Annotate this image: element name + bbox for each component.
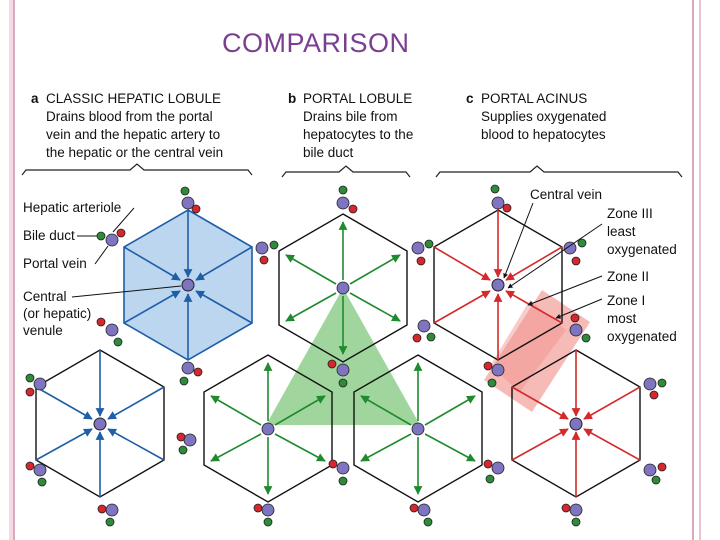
- central-vein-node: [93, 417, 107, 431]
- panel-a-letter: a: [31, 91, 39, 106]
- portal-triad: [490, 184, 512, 213]
- portal-triad: [96, 228, 126, 247]
- panel-c-line-2: blood to hepatocytes: [481, 127, 606, 142]
- portal-triad: [411, 239, 434, 266]
- panel-b-header: b PORTAL LOBULE Drains bile from hepatoc…: [288, 91, 413, 160]
- central-vein-node: [491, 278, 505, 292]
- slide-title: COMPARISON: [222, 28, 410, 58]
- label-central-line-1: Central: [23, 289, 67, 304]
- hexagon-outline: [353, 354, 483, 503]
- classic-lobule-arrows: [35, 210, 253, 497]
- label-zone1-line-1: Zone I: [607, 293, 645, 308]
- slide-border-right: [692, 0, 720, 540]
- portal-triad: [643, 462, 667, 485]
- portal-triad: [336, 185, 358, 214]
- portal-triad: [336, 281, 350, 295]
- central-vein-node: [569, 417, 583, 431]
- portal-triad: [25, 373, 47, 397]
- pointer-zone2: [527, 275, 603, 306]
- panel-b-line-3: bile duct: [303, 145, 354, 160]
- portal-triad: [176, 432, 197, 455]
- portal-triad: [97, 503, 119, 527]
- panel-a-heading: CLASSIC HEPATIC LOBULE: [46, 91, 221, 106]
- slide-border-left: [0, 0, 15, 540]
- panel-a-line-2: vein and the hepatic artery to: [46, 127, 220, 142]
- pointer-central-vein: [503, 202, 534, 279]
- label-central-line-3: venule: [23, 323, 63, 338]
- portal-triad: [563, 238, 587, 266]
- panel-a-brace: [21, 163, 253, 176]
- panel-b-letter: b: [288, 91, 296, 106]
- label-zone3-line-3: oxygenated: [607, 242, 677, 257]
- label-central-vein: Central vein: [530, 187, 602, 202]
- label-bile-duct: Bile duct: [23, 228, 75, 243]
- panel-c-heading: PORTAL ACINUS: [481, 91, 587, 106]
- panel-c-header: c PORTAL ACINUS Supplies oxygenated bloo…: [466, 91, 606, 142]
- portal-triad: [328, 459, 350, 486]
- portal-triad: [483, 459, 505, 484]
- portal-triad: [180, 186, 201, 214]
- label-zone1-line-2: most: [607, 311, 637, 326]
- panel-b-line-1: Drains bile from: [303, 109, 398, 124]
- pointer-zone3: [507, 223, 603, 289]
- hexagon-outline: [203, 354, 333, 503]
- pointer-portal-vein: [94, 245, 109, 265]
- label-central-line-2: (or hepatic): [23, 306, 91, 321]
- portal-triad: [483, 361, 505, 388]
- central-vein-node: [181, 278, 195, 292]
- label-portal-vein: Portal vein: [23, 256, 87, 271]
- pointer-hepatic-arteriole: [112, 207, 135, 233]
- portal-lobule-arrows: [210, 221, 476, 495]
- portal-triad: [411, 422, 425, 436]
- panel-a-line-3: the hepatic or the central vein: [46, 145, 223, 160]
- panel-a-line-1: Drains blood from the portal: [46, 109, 213, 124]
- portal-triad: [327, 359, 350, 388]
- pointer-zone1: [555, 298, 603, 319]
- portal-triads: [25, 184, 667, 527]
- portal-triad: [255, 240, 279, 265]
- portal-triad: [569, 313, 591, 343]
- portal-triad: [179, 361, 203, 386]
- portal-acinus-region: [484, 290, 590, 412]
- label-zone3-line-1: Zone III: [607, 206, 653, 221]
- label-zone2: Zone II: [607, 269, 649, 284]
- panel-b-brace: [281, 165, 411, 178]
- label-zone3-line-2: least: [607, 224, 636, 239]
- acinus-arrows: [433, 210, 641, 497]
- portal-triad: [561, 503, 583, 527]
- left-labels: Hepatic arteriole Bile duct Portal vein …: [23, 200, 182, 338]
- panel-a-header: a CLASSIC HEPATIC LOBULE Drains blood fr…: [31, 91, 223, 160]
- panel-b-line-2: hepatocytes to the: [303, 127, 413, 142]
- portal-triad: [409, 503, 433, 527]
- central-veins: [93, 278, 583, 431]
- panel-c-letter: c: [466, 91, 474, 106]
- pointer-central-venule: [71, 285, 182, 298]
- portal-triad: [261, 422, 275, 436]
- label-hepatic-arteriole: Hepatic arteriole: [23, 200, 121, 215]
- right-labels: Central vein Zone III least oxygenated Z…: [503, 187, 677, 344]
- portal-triad: [643, 377, 667, 400]
- panel-c-line-1: Supplies oxygenated: [481, 109, 606, 124]
- hexagon-outline: [278, 213, 408, 363]
- label-zone1-line-3: oxygenated: [607, 329, 677, 344]
- portal-triad: [96, 317, 123, 347]
- panel-b-heading: PORTAL LOBULE: [303, 91, 412, 106]
- panel-c-brace: [435, 165, 683, 178]
- portal-triad: [253, 503, 275, 527]
- portal-acinus-inner-region: [490, 300, 566, 392]
- portal-triad: [412, 319, 436, 343]
- portal-lobule-region: [266, 288, 420, 425]
- portal-triad: [25, 461, 47, 487]
